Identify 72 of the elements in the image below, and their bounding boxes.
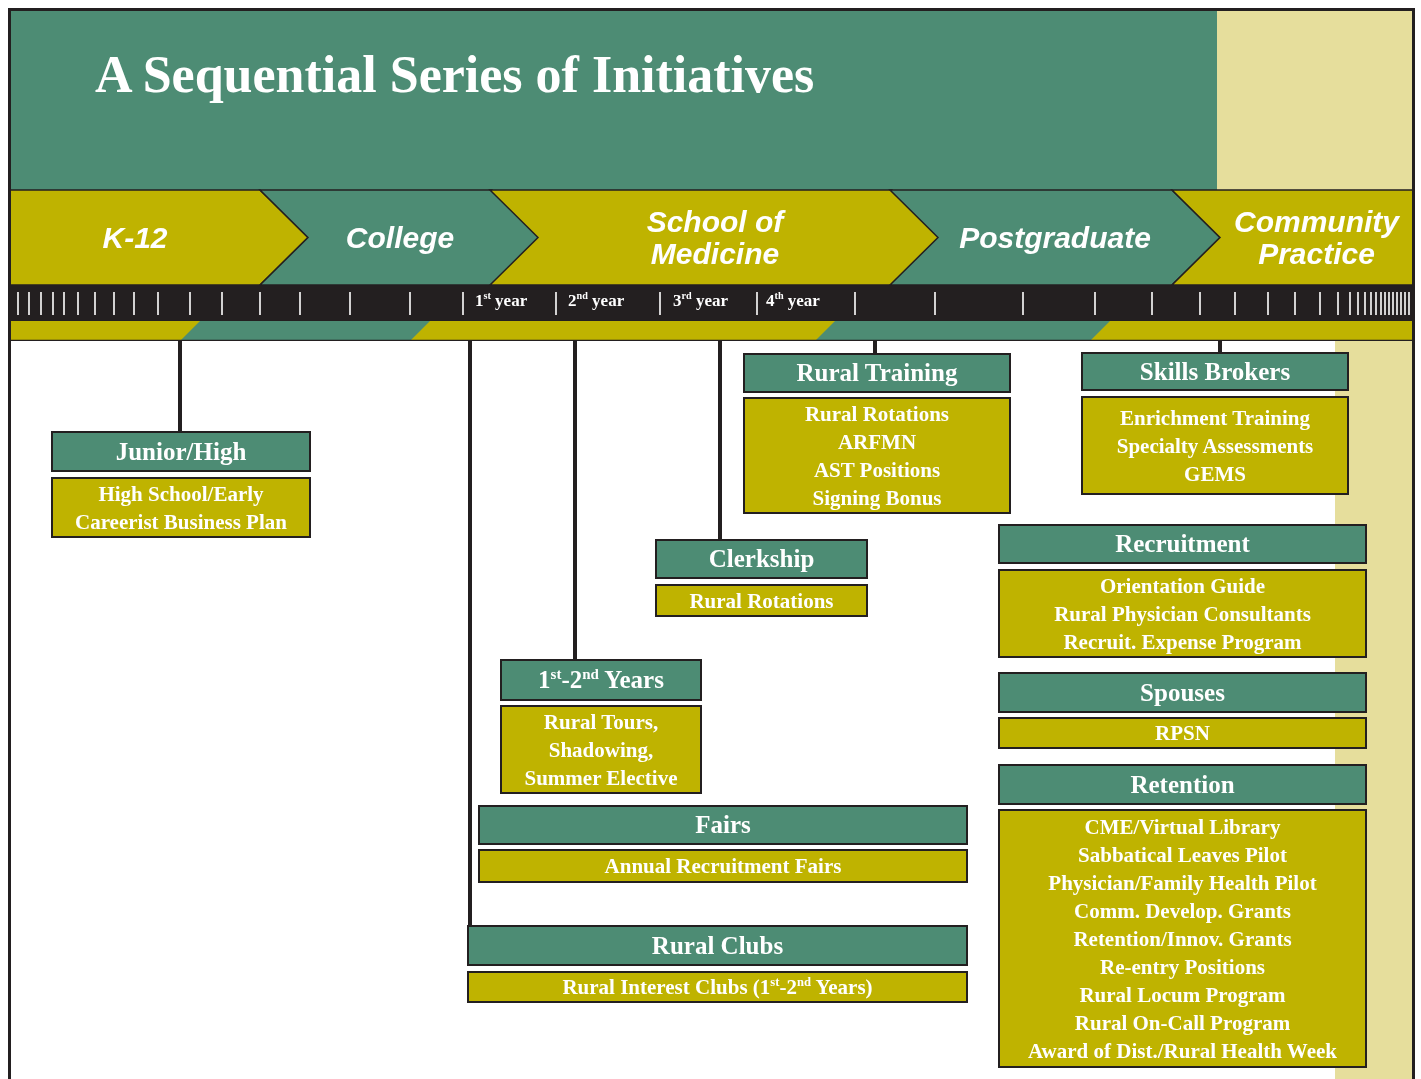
stage-label: Postgraduate: [959, 221, 1151, 254]
program-box: [500, 705, 702, 794]
category-header: [51, 431, 311, 472]
connector-line: [573, 341, 577, 659]
program-text: Signing Bonus: [812, 484, 942, 512]
program-text: Sabbatical Leaves Pilot: [1078, 841, 1287, 869]
program-text: Award of Dist./Rural Health Week: [1028, 1037, 1337, 1065]
header-text: Spouses: [1140, 678, 1225, 707]
year-label: 3$^{rd}$ year: [673, 291, 729, 311]
category-header: [478, 805, 968, 845]
program-text: CME/Virtual Library: [1084, 813, 1281, 841]
program-text: RPSN: [1155, 720, 1210, 747]
program-text: Comm. Develop. Grants: [1074, 897, 1291, 925]
category-header: [655, 539, 868, 579]
program-text: Rural Tours, Shadowing, Summer Elective: [523, 708, 679, 792]
header-text: Rural Training: [796, 359, 958, 387]
program-text: Rural Rotations: [689, 587, 834, 615]
year-label: 2$^{nd}$ year: [568, 291, 625, 311]
program-box: [998, 809, 1367, 1068]
program-text: Rural On-Call Program: [1074, 1009, 1291, 1037]
title: A Sequential Series of Initiatives: [95, 45, 815, 104]
category-header: [1081, 352, 1349, 391]
program-text: Retention/Innov. Grants: [1073, 925, 1292, 953]
program-text: Enrichment Training: [1120, 404, 1310, 432]
program-text: Rural Interest Clubs (1$^{st}$-2$^{nd}$ Years): [562, 974, 873, 1001]
category-header: [998, 524, 1367, 564]
program-box: [655, 584, 868, 617]
timeline-bar: [10, 285, 1413, 341]
stage-label: Community Practice: [1233, 206, 1401, 269]
program-text: Rural Rotations: [804, 400, 950, 428]
category-header: [500, 659, 702, 701]
category-header: [998, 672, 1367, 713]
connector-line: [873, 341, 877, 353]
year-label: 4$^{th}$ year: [766, 291, 820, 311]
stage-label: K-12: [102, 221, 168, 254]
program-box: [998, 569, 1367, 658]
program-text: Recruit. Expense Program: [1063, 628, 1302, 656]
header-text: 1$^{st}$-2$^{nd}$ Years: [538, 666, 664, 694]
category-header: [743, 353, 1011, 393]
program-box: [743, 397, 1011, 514]
stage-label: College: [345, 221, 455, 254]
program-text: High School/Early Careerist Business Plan: [74, 480, 288, 536]
header-text: Retention: [1130, 770, 1235, 799]
program-text: GEMS: [1184, 460, 1246, 488]
program-text: Physician/Family Health Pilot: [1048, 869, 1317, 897]
program-text: Orientation Guide: [1099, 572, 1266, 600]
category-header: [998, 764, 1367, 805]
connector-line: [718, 341, 722, 539]
connector-line: [468, 341, 472, 925]
program-text: AST Positions: [813, 456, 941, 484]
header-text: Fairs: [695, 811, 751, 839]
header-text: Skills Brokers: [1139, 357, 1291, 386]
stage-label: School of Medicine: [645, 206, 787, 269]
program-box: [478, 849, 968, 883]
program-text: Re-entry Positions: [1099, 953, 1266, 981]
header-text: Clerkship: [708, 545, 815, 573]
header-text: Junior/High: [115, 437, 247, 466]
header-text: Recruitment: [1115, 530, 1250, 558]
program-text: Rural Locum Program: [1079, 981, 1286, 1009]
program-box: [1081, 396, 1349, 495]
header-text: Rural Clubs: [651, 931, 784, 960]
program-text: Rural Physician Consultants: [1054, 600, 1311, 628]
connector-line: [178, 341, 182, 431]
category-header: [467, 925, 968, 966]
year-label: 1$^{st}$ year: [475, 291, 528, 311]
program-box: [51, 477, 311, 538]
program-box: [998, 717, 1367, 749]
program-box: [467, 971, 968, 1003]
program-text: ARFMN: [837, 428, 917, 456]
connector-line: [1218, 341, 1222, 352]
program-text: Annual Recruitment Fairs: [604, 853, 842, 880]
program-text: Specialty Assessments: [1116, 432, 1314, 460]
